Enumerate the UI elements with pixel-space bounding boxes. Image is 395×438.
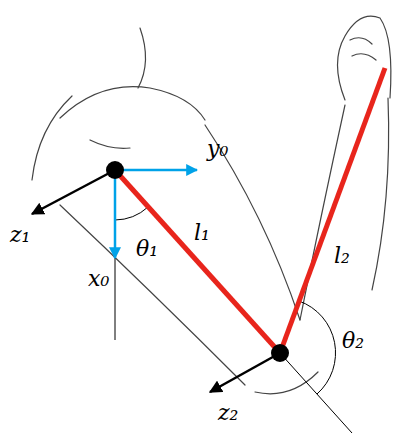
- joint-dot: [271, 344, 289, 362]
- reference-line: [115, 170, 116, 340]
- axis-label: y₀: [207, 138, 228, 160]
- link-label: l₁: [194, 222, 210, 244]
- link-line: [280, 68, 385, 353]
- muscle-line: [90, 140, 130, 148]
- angle-arc: [299, 301, 336, 394]
- axis-label: z₁: [10, 224, 30, 246]
- elbow-outline: [255, 372, 318, 394]
- axis-label: x₀: [88, 268, 109, 290]
- upper-arm-outline: [60, 205, 245, 385]
- angle-label: θ₁: [136, 238, 158, 260]
- hand-outline: [338, 16, 391, 100]
- angle-label: θ₂: [342, 330, 364, 352]
- axis-label: z₂: [218, 402, 238, 424]
- forearm-outline: [372, 98, 389, 290]
- link-label: l₂: [334, 245, 350, 267]
- axis-arrow: [115, 169, 197, 172]
- neck-outline: [138, 28, 146, 88]
- angle-arc: [115, 207, 148, 220]
- axis-arrow: [32, 170, 115, 214]
- reference-line: [280, 353, 352, 433]
- back-outline: [32, 96, 72, 180]
- joint-dot: [106, 161, 124, 179]
- upper-arm-outline: [205, 125, 300, 320]
- link-line: [115, 170, 280, 353]
- axis-arrow: [114, 170, 117, 258]
- shoulder-outline: [60, 87, 205, 120]
- finger-lines: [350, 38, 376, 60]
- axis-arrow: [210, 353, 280, 392]
- forearm-outline: [300, 105, 345, 320]
